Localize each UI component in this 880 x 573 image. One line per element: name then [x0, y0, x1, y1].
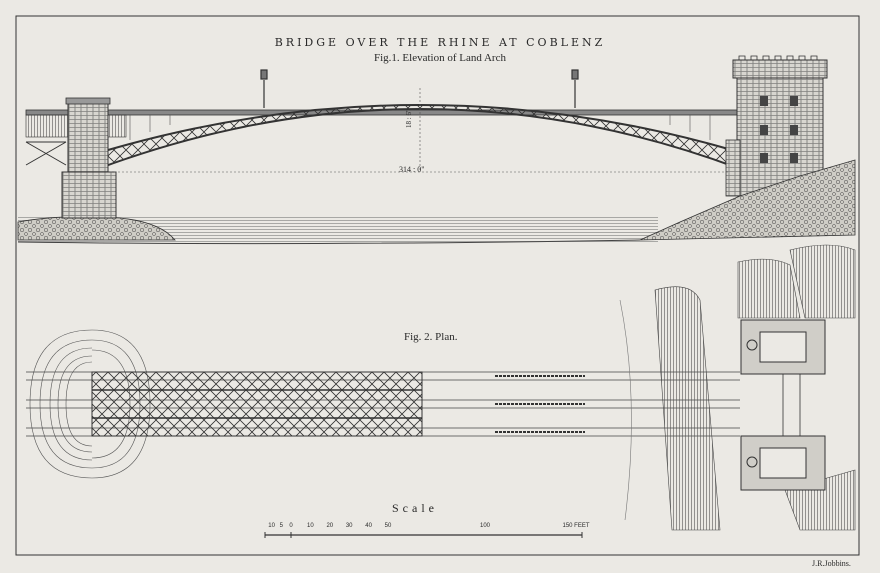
scale-tick-label: 150 FEET: [562, 523, 590, 529]
plan-right-bank: [654, 286, 721, 531]
lamp-posts: [260, 69, 579, 108]
span-dimension-label: 314 : 0": [399, 165, 425, 174]
scale-tick-label: 50: [384, 523, 392, 529]
scale-bar: [264, 532, 583, 538]
plate-border: [15, 15, 860, 556]
scale-tick-label: 40: [365, 523, 372, 529]
plan-drawing: [26, 244, 856, 531]
elevation-drawing: [17, 55, 856, 245]
scale-tick-label: 0: [289, 523, 293, 529]
tower-plans: [740, 319, 826, 491]
scale-tick-label: 10: [268, 523, 275, 529]
figure2-caption: Fig. 2. Plan.: [404, 331, 458, 343]
rise-dimension-label: 18 : 6": [405, 109, 413, 128]
plan-lattice-deck: [91, 371, 423, 437]
scale-title: Scale: [392, 501, 438, 515]
right-bank: [639, 159, 856, 241]
arch-lower-chord: [99, 108, 739, 169]
scale-tick-label: 10: [307, 523, 314, 529]
scale-tick-label: 100: [479, 523, 491, 529]
engraver-credit: J.R.Jobbins.: [812, 559, 851, 568]
scale-tick-label: 5: [279, 523, 283, 529]
figure1-caption: Fig.1. Elevation of Land Arch: [374, 52, 506, 64]
plate-title: BRIDGE OVER THE RHINE AT COBLENZ: [274, 36, 606, 49]
tower: [725, 55, 828, 197]
scale-tick-label: 30: [345, 523, 353, 529]
scale-tick-label: 20: [326, 523, 334, 529]
